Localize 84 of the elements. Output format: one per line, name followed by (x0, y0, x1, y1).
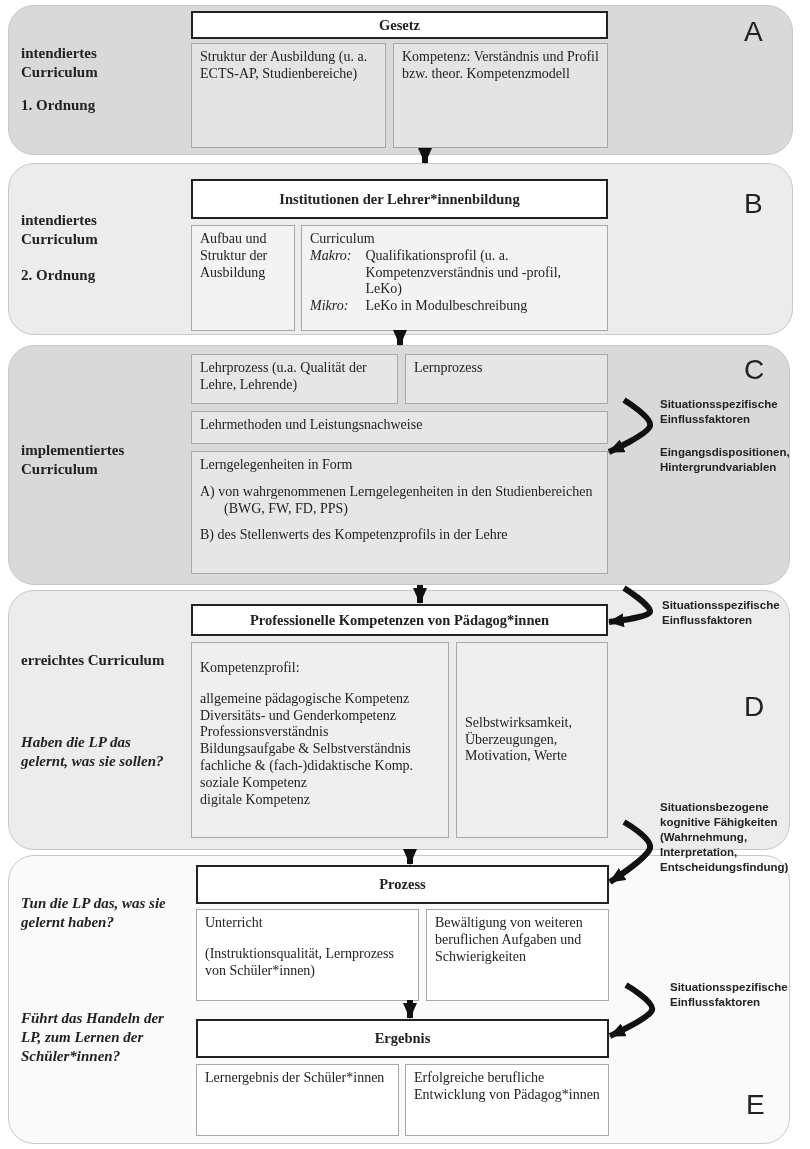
box-text: Gesetz (378, 16, 421, 34)
box-text: Lehrmethoden und Leistungsnachweise (200, 417, 424, 434)
band-panel (8, 163, 793, 335)
factor-note: Situationsspezifische Einflussfaktoren (660, 397, 779, 427)
content-box (456, 642, 608, 838)
band-heading: 1. Ordnung (21, 96, 97, 115)
curved-arrow (608, 585, 653, 628)
content-box (191, 451, 608, 574)
content-box (405, 1064, 609, 1136)
heading-box (191, 604, 608, 636)
heading-box (196, 1019, 609, 1058)
block-arrow (393, 330, 407, 346)
band-letter: C (744, 354, 765, 386)
band-letter: E (746, 1089, 765, 1121)
band-heading: intendiertes Curriculum (21, 44, 99, 82)
content-box (191, 642, 449, 838)
box-text: B) des Stellenwerts des Kompetenzprofils in der Lehre (200, 527, 509, 545)
block-arrow (403, 1000, 417, 1019)
band-heading: 2. Ordnung (21, 266, 97, 285)
heading-box (191, 179, 608, 219)
band-letter: D (744, 691, 765, 723)
guiding-question: Tun die LP das, was sie gelernt haben? (21, 894, 167, 932)
band-letter: B (744, 188, 763, 220)
curved-arrow (608, 819, 653, 885)
box-text: Erfolgreiche berufliche Entwicklung von Pädagog*innen (414, 1070, 600, 1104)
level-label: Mikro: (310, 298, 350, 315)
box-text: Lerngelegenheiten in Form (200, 457, 354, 474)
level-label: Makro: (310, 247, 352, 265)
guiding-question: Führt das Handeln der LP, zum Lernen der Schüler*innen? (21, 1009, 165, 1066)
content-box (191, 225, 295, 331)
factor-note: Situationsspezifische Einflussfaktoren (670, 980, 789, 1010)
block-arrow (403, 849, 417, 865)
factor-note: Situationsbezogene kognitive Fähigkeiten (Wahrnehmung, Interpretation, Entscheidungsfindung) (660, 800, 790, 875)
block-arrow (418, 148, 432, 164)
box-text: Kompetenz: Verständnis und Profil bzw. theor. Kompetenzmodell (402, 49, 599, 83)
content-box (426, 909, 609, 1001)
box-text: allgemeine pädagogische Kompetenz (200, 690, 411, 708)
box-text: Lernergebnis der Schüler*innen (205, 1070, 386, 1087)
box-text: Lehrprozess (u.a. Qualität der Lehre, Lehrende) (200, 360, 368, 394)
block-arrow (413, 585, 427, 604)
content-box (301, 225, 608, 331)
band-panel (8, 5, 793, 155)
content-box (196, 909, 419, 1001)
box-text: Diversitäts- und Genderkompetenz (200, 707, 397, 725)
content-box (191, 354, 398, 404)
guiding-question: Haben die LP das gelernt, was sie sollen? (21, 733, 165, 771)
box-text: (Instruktionsqualität, Lernprozess von Schüler*innen) (205, 945, 395, 980)
factor-note: Situationsspezifische Einflussfaktoren (662, 598, 781, 628)
content-box (393, 43, 608, 148)
box-text: Institutionen der Lehrer*innenbildung (279, 190, 520, 208)
box-text: Kompetenzprofil: (200, 659, 301, 677)
content-box (405, 354, 608, 404)
box-text: Struktur der Ausbildung (u. a. ECTS-AP, Studienbereiche) (200, 49, 369, 83)
box-text: A) von wahrgenommenen Lerngelegenheiten in den Studienbereichen (BWG, FW, FD, PPS) (200, 483, 594, 518)
heading-box (191, 11, 608, 39)
curved-arrow (607, 397, 653, 455)
content-box (191, 43, 386, 148)
box-text: Professionsverständnis (200, 724, 330, 742)
band-heading: implementiertes Curriculum (21, 441, 126, 479)
curved-arrow (608, 982, 655, 1039)
factor-note: Eingangsdispositionen, Hintergrundvariablen (660, 445, 791, 475)
box-text: soziale Kompetenz (200, 774, 308, 792)
heading-box (196, 865, 609, 904)
band-panel (8, 590, 790, 850)
box-text: Bildungsaufgabe & Selbstverständnis (200, 741, 412, 758)
content-box (196, 1064, 399, 1136)
box-text: digitale Kompetenz (200, 791, 312, 809)
box-text: Qualifikationsprofil (u. a. Kompetenzverständnis und -profil, LeKo) (365, 247, 563, 299)
band-letter: A (744, 16, 763, 48)
box-text: Professionelle Kompetenzen von Pädagog*innen (250, 611, 549, 629)
band-heading: erreichtes Curriculum (21, 651, 166, 670)
content-box (191, 411, 608, 444)
box-text: Aufbau und Struktur der Ausbildung (200, 231, 269, 282)
box-text: Lernprozess (414, 360, 484, 377)
box-text: fachliche & (fach-)didaktische Komp. (200, 758, 415, 775)
band-panel (8, 345, 790, 585)
box-text: Selbstwirksamkeit, Überzeugungen, Motivation, Werte (465, 714, 573, 766)
box-text: Prozess (379, 876, 426, 893)
band-heading: intendiertes Curriculum (21, 211, 99, 249)
box-text: Bewältigung von weiteren beruflichen Aufgaben und Schwierigkeiten (435, 915, 584, 966)
box-text: LeKo in Modulbeschreibung (365, 298, 529, 315)
box-text: Unterricht (205, 915, 264, 932)
box-text: Curriculum (310, 231, 376, 248)
box-text: Ergebnis (374, 1030, 431, 1047)
